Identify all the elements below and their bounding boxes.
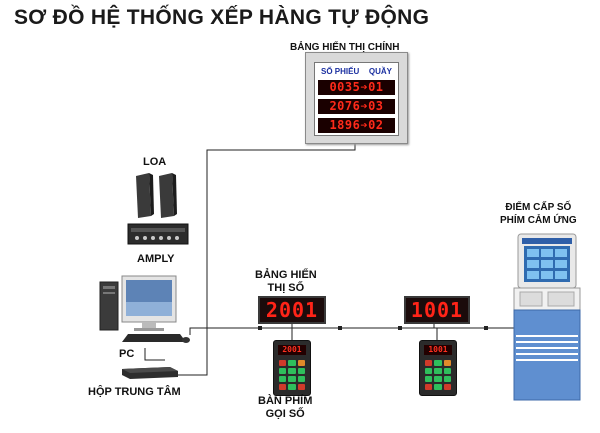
pc-label: PC — [119, 348, 135, 360]
junction-node — [398, 326, 402, 330]
call-keypad-1[interactable]: 2001 — [273, 340, 311, 396]
counter-display-label-line1: BẢNG HIỂN — [255, 269, 317, 281]
kiosk-label: ĐIỂM CẤP SỐ PHÍM CẢM ỨNG — [500, 201, 577, 227]
central-box-label: HỘP TRUNG TÂM — [88, 386, 181, 398]
amplifier-label: AMPLY — [137, 253, 175, 265]
main-display-board: SỐ PHIẾU QUẦY 0035➔01 2076➔03 1896➔02 — [305, 52, 408, 144]
counter-header: QUẦY — [368, 67, 392, 76]
junction-node — [484, 326, 488, 330]
keypad-label-line1: BÀN PHÍM — [258, 395, 313, 407]
led-row: 2076➔03 — [318, 99, 395, 114]
ticket-number-header: SỐ PHIẾU — [321, 67, 360, 76]
keypad-label: BÀN PHÍM GỌI SỐ — [258, 395, 312, 421]
led-row: 1896➔02 — [318, 118, 395, 133]
junction-node — [258, 326, 262, 330]
diagram-title: SƠ ĐỒ HỆ THỐNG XẾP HÀNG TỰ ĐỘNG — [14, 6, 430, 29]
call-keypad-2[interactable]: 1001 — [419, 340, 457, 396]
kiosk-label-line1: ĐIỂM CẤP SỐ — [505, 202, 572, 213]
computer-icon — [99, 275, 190, 343]
kiosk-label-line2: PHÍM CẢM ỨNG — [500, 215, 577, 226]
keypad-display: 1001 — [424, 345, 452, 355]
counter-display-label: BẢNG HIỂN THỊ SỐ — [255, 269, 317, 295]
speaker-icon — [136, 173, 177, 218]
counter-display-2: 1001 — [404, 296, 470, 324]
keypad-display: 2001 — [278, 345, 306, 355]
speaker-label: LOA — [143, 156, 167, 168]
central-box-icon — [122, 367, 178, 379]
keypad-buttons[interactable] — [425, 360, 451, 390]
keypad-buttons[interactable] — [279, 360, 305, 390]
amplifier-icon — [127, 223, 189, 245]
ticket-kiosk-icon — [513, 233, 581, 401]
led-row: 0035➔01 — [318, 80, 395, 95]
counter-display-1: 2001 — [258, 296, 326, 324]
keypad-label-line2: GỌI SỐ — [265, 408, 305, 420]
junction-node — [338, 326, 342, 330]
counter-display-label-line2: THỊ SỐ — [267, 282, 305, 294]
main-board-label: BẢNG HIỂN THỊ CHÍNH — [290, 42, 400, 53]
